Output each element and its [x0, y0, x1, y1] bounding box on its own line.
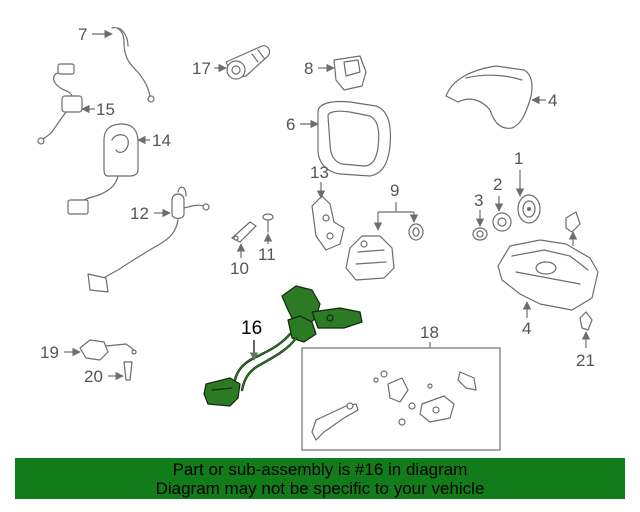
part-3-nut	[472, 227, 488, 241]
callout-6: 6	[286, 115, 295, 134]
callout-12: 12	[130, 204, 149, 223]
callout-17: 17	[192, 59, 211, 78]
callout-1: 1	[514, 149, 523, 168]
callout-8: 8	[304, 59, 313, 78]
callout-3: 3	[474, 191, 483, 210]
callout-4-upper: 4	[548, 91, 557, 110]
part-13-bracket	[311, 195, 345, 251]
callout-21: 21	[576, 351, 595, 370]
part-12-harness	[87, 186, 210, 293]
banner-line-1: Part or sub-assembly is #16 in diagram	[172, 460, 468, 479]
part-19-sensor	[79, 339, 137, 361]
callout-11: 11	[258, 245, 276, 264]
leader-9	[378, 202, 414, 213]
part-18-kit-contents	[311, 370, 477, 441]
part-18-kit-box	[301, 347, 501, 451]
banner-line-2: Diagram may not be specific to your vehi…	[155, 479, 485, 498]
part-11-screw	[262, 213, 274, 233]
callout-16: 16	[241, 318, 262, 339]
part-2-bushing	[492, 212, 512, 232]
callout-19: 19	[40, 343, 59, 362]
callout-13: 13	[310, 163, 329, 182]
callout-15: 15	[96, 100, 115, 119]
part-14-module	[67, 123, 139, 215]
part-9-housing	[345, 223, 424, 281]
part-8-lock-housing	[333, 55, 367, 91]
callout-20: 20	[84, 367, 103, 386]
part-1-disc	[517, 194, 541, 224]
part-6-bezel	[317, 100, 392, 177]
part-20-screw	[123, 361, 133, 381]
info-banner: Part or sub-assembly is #16 in diagram D…	[15, 458, 625, 499]
part-4-upper-shroud	[445, 65, 533, 129]
part-15-sensor	[37, 63, 83, 145]
callout-14: 14	[152, 131, 171, 150]
part-4-lower-housing	[497, 239, 599, 311]
callout-9: 9	[390, 181, 399, 200]
callout-10: 10	[230, 259, 249, 278]
callout-4-lower: 4	[522, 319, 531, 338]
part-16-multifunction-switch	[203, 285, 363, 407]
callout-7: 7	[78, 25, 87, 44]
part-17-lock-cylinder	[225, 45, 271, 80]
part-21-clip	[579, 311, 593, 331]
callout-18: 18	[420, 323, 439, 342]
callout-2: 2	[493, 175, 502, 194]
part-10-clip	[231, 221, 257, 243]
parts-diagram: 7 15 14 12 17 8	[37, 25, 599, 451]
part-7-cable	[111, 27, 155, 103]
part-5-bracket	[565, 211, 581, 233]
